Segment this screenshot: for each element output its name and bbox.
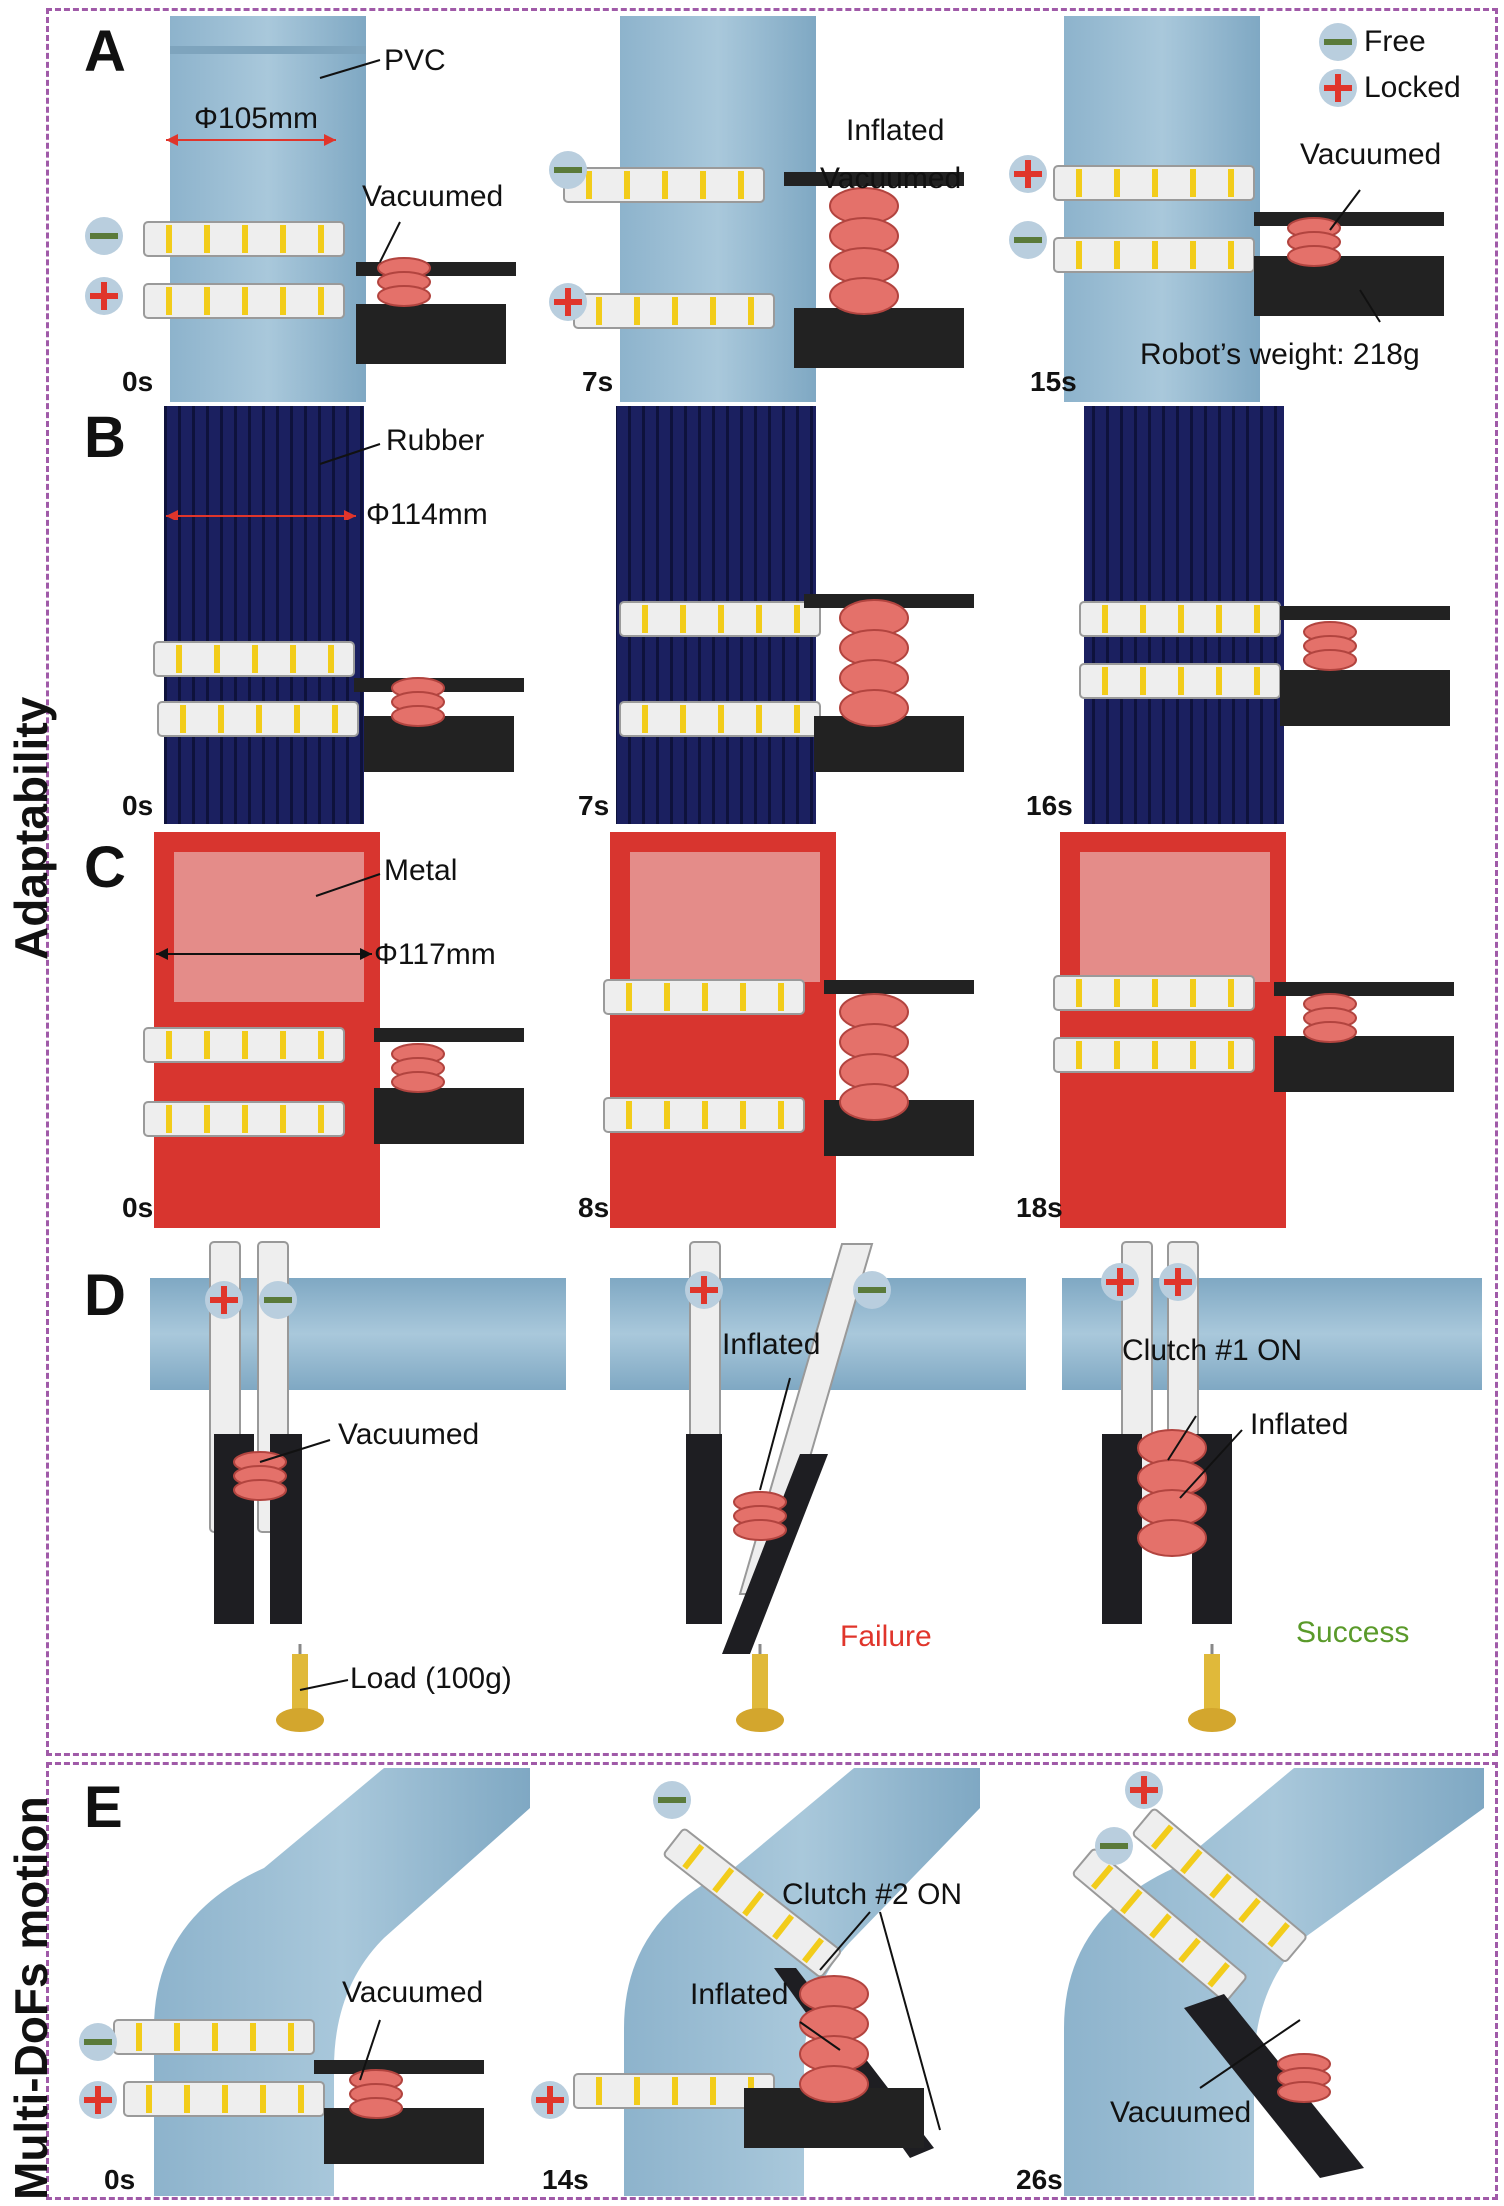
label-vacuumed: Vacuumed — [338, 1418, 480, 1451]
panel-a-letter: A — [84, 19, 126, 84]
label-robot-weight: Robot’s weight: 218g — [1140, 338, 1420, 371]
label-metal: Metal — [384, 854, 458, 887]
label-pvc: PVC — [384, 44, 446, 77]
label-clutch-1: Clutch #1 ON — [1122, 1334, 1303, 1367]
adaptability-frame — [46, 8, 1498, 1756]
label-failure: Failure — [840, 1620, 932, 1653]
panel-b-photo-3 — [984, 406, 1484, 824]
legend-locked-label: Locked — [1364, 71, 1461, 104]
time-label: 0s — [122, 1192, 154, 1223]
label-diameter: Φ114mm — [366, 498, 488, 531]
time-label: 18s — [1016, 1192, 1063, 1223]
time-label: 26s — [1016, 2164, 1063, 2195]
panel-d-photo-1 — [150, 1234, 566, 1750]
panel-a-photo-2 — [534, 16, 980, 402]
label-rubber: Rubber — [386, 424, 485, 457]
multi-dof-frame — [46, 1762, 1498, 2200]
label-diameter: Φ117mm — [374, 938, 496, 971]
panel-e-photo-2 — [534, 1768, 980, 2196]
label-vacuumed: Vacuumed — [1300, 138, 1442, 171]
label-vacuumed: Vacuumed — [362, 180, 504, 213]
label-inflated: Inflated — [1250, 1408, 1349, 1441]
time-label: 0s — [122, 366, 154, 397]
panel-b-letter: B — [84, 405, 126, 470]
time-label: 0s — [104, 2164, 136, 2195]
panel-a-photo-3 — [984, 16, 1484, 402]
panel-d-photo-3 — [1062, 1234, 1482, 1750]
time-label: 7s — [582, 366, 614, 397]
label-vacuumed: Vacuumed — [1110, 2096, 1252, 2129]
label-diameter: Φ105mm — [194, 102, 318, 135]
panel-d-leader-lines — [259, 1377, 1243, 1691]
panel-c-photo-2 — [534, 832, 980, 1228]
panel-a-leader-lines — [166, 59, 1381, 323]
time-label: 8s — [578, 1192, 610, 1223]
label-inflated: Inflated — [722, 1328, 821, 1361]
time-label: 14s — [542, 2164, 589, 2195]
panel-e-leader-lines — [359, 1911, 1301, 2131]
label-clutch-2: Clutch #2 ON — [782, 1878, 963, 1911]
label-vacuumed: Vacuumed — [342, 1976, 484, 2009]
panel-a-photo-1 — [84, 16, 530, 402]
panel-c-photo-3 — [984, 832, 1484, 1228]
time-label: 7s — [578, 790, 610, 821]
label-vacuumed: Vacuumed — [820, 162, 962, 195]
time-label: 16s — [1026, 790, 1073, 821]
panel-d-letter: D — [84, 1263, 126, 1328]
label-inflated: Inflated — [846, 114, 945, 147]
legend-free-label: Free — [1364, 25, 1426, 58]
panel-e-letter: E — [84, 1775, 123, 1840]
label-load: Load (100g) — [350, 1662, 512, 1695]
panel-d-photo-2 — [610, 1234, 1026, 1750]
panel-b-leader-lines — [166, 443, 381, 520]
panel-c-photo-1 — [84, 832, 530, 1228]
label-inflated: Inflated — [690, 1978, 789, 2011]
time-label: 0s — [122, 790, 154, 821]
label-success: Success — [1296, 1616, 1410, 1649]
panel-e-photo-3 — [984, 1768, 1484, 2196]
panel-e-photo-1 — [84, 1768, 530, 2196]
time-label: 15s — [1030, 366, 1077, 397]
panel-c-letter: C — [84, 835, 126, 900]
panel-b-photo-1 — [84, 406, 530, 824]
panel-c-leader-lines — [156, 873, 381, 960]
panel-b-photo-2 — [534, 406, 980, 824]
